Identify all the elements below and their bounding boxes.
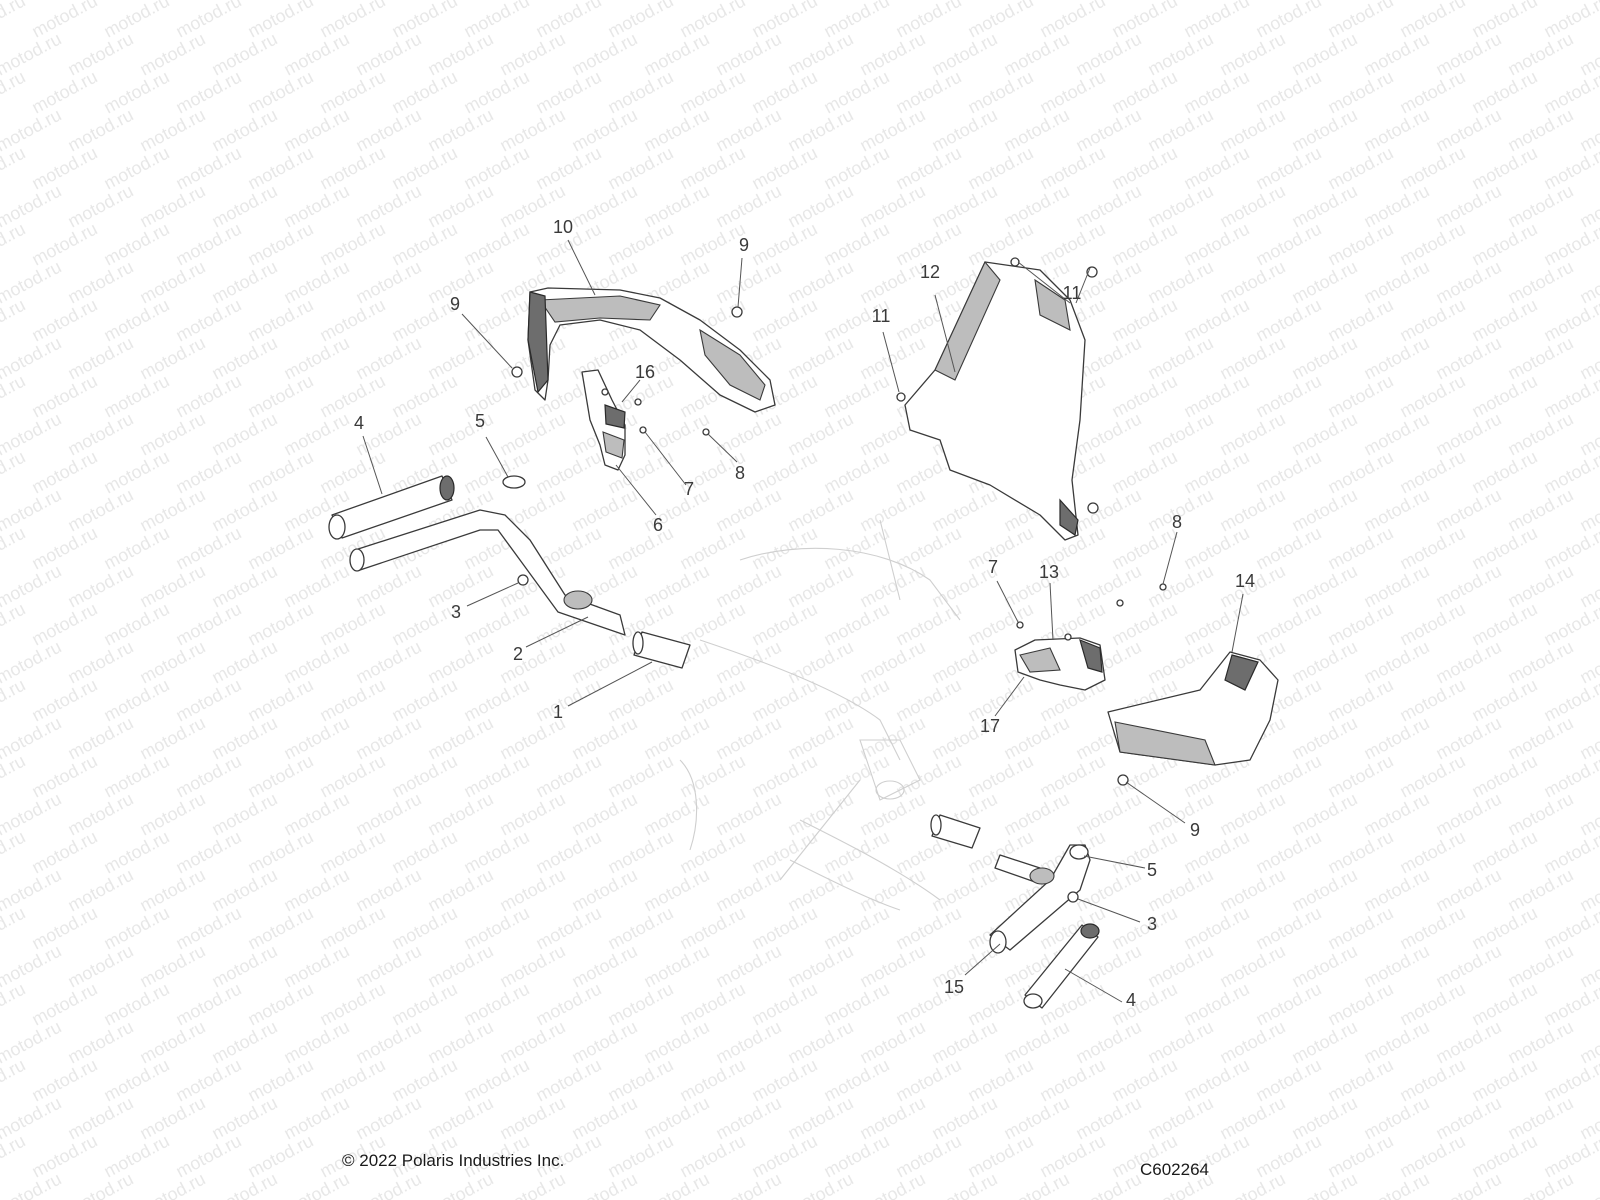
callout-11: 11 <box>871 306 891 326</box>
left-mount-bracket <box>581 369 626 471</box>
callout-5: 5 <box>474 411 486 431</box>
callout-9: 9 <box>1189 820 1201 840</box>
callout-17: 17 <box>979 716 1001 736</box>
callout-5: 5 <box>1146 860 1158 880</box>
callout-2: 2 <box>512 644 524 664</box>
copyright-notice: © 2022 Polaris Industries Inc. <box>342 1151 565 1170</box>
left-handlebar <box>349 509 626 636</box>
callout-9: 9 <box>449 294 461 314</box>
callout-13: 13 <box>1038 562 1060 582</box>
callout-16: 16 <box>634 362 656 382</box>
right-grommet <box>1069 844 1089 860</box>
callout-10: 10 <box>552 217 574 237</box>
callout-14: 14 <box>1234 571 1256 591</box>
callout-7: 7 <box>987 557 999 577</box>
left-handguard <box>527 287 776 413</box>
callout-11: 11 <box>1062 283 1082 303</box>
callout-8: 8 <box>1171 512 1183 532</box>
leader-lines <box>362 239 1244 1003</box>
callout-3: 3 <box>1146 914 1158 934</box>
left-grip <box>328 475 455 540</box>
callout-8: 8 <box>734 463 746 483</box>
left-sleeve <box>632 631 691 669</box>
right-handguard <box>904 260 1086 541</box>
left-grommet <box>502 475 526 489</box>
callout-9: 9 <box>738 235 750 255</box>
right-grip <box>1023 923 1100 1009</box>
callout-12: 12 <box>919 262 941 282</box>
drawing-number: C602264 <box>1140 1160 1210 1179</box>
callout-4: 4 <box>353 413 365 433</box>
right-sleeve <box>930 814 981 849</box>
callout-7: 7 <box>683 479 695 499</box>
right-mount-bracket <box>1014 637 1106 691</box>
callout-6: 6 <box>652 515 664 535</box>
frame-ghost-outline <box>679 519 961 911</box>
callout-3: 3 <box>450 602 462 622</box>
fasteners <box>511 257 1167 903</box>
callout-1: 1 <box>552 702 564 722</box>
callout-4: 4 <box>1125 990 1137 1010</box>
callout-15: 15 <box>943 977 965 997</box>
right-shield <box>1107 651 1279 766</box>
